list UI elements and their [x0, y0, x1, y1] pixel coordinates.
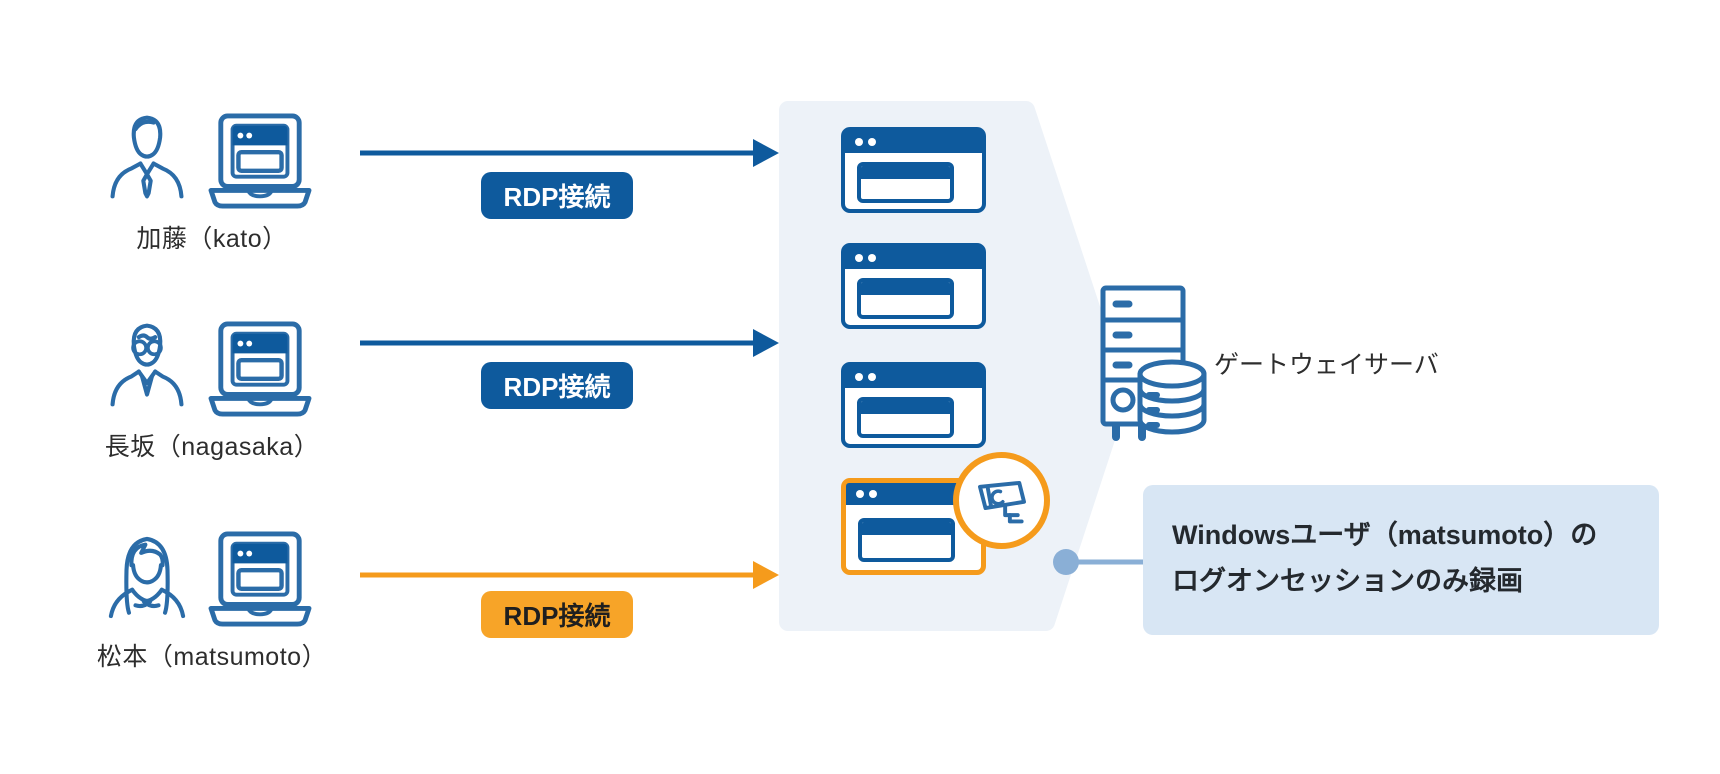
- window-control-dot: [856, 490, 864, 498]
- user-group-matsumoto: 松本（matsumoto）: [62, 521, 362, 673]
- arrowhead-icon: [753, 329, 779, 357]
- woman-icon: [108, 536, 185, 619]
- window-control-dot: [869, 490, 877, 498]
- browser-window-icon: [857, 397, 954, 438]
- browser-window-icon: [857, 278, 954, 319]
- rdp-arrow-kato: [360, 139, 779, 167]
- laptop-icon: [208, 531, 311, 627]
- window-control-dot: [855, 373, 863, 381]
- arrowhead-icon: [753, 139, 779, 167]
- man-glasses-icon: [110, 323, 183, 407]
- recording-badge: [953, 452, 1050, 549]
- recording-callout: Windowsユーザ（matsumoto）の ログオンセッションのみ録画: [1143, 485, 1659, 635]
- rdp-badge-nagasaka: RDP接続: [481, 362, 633, 409]
- session-window-1: [841, 127, 986, 213]
- user-name-label: 長坂（nagasaka）: [104, 433, 320, 461]
- browser-window-icon: [857, 162, 954, 203]
- user-name-label: 松本（matsumoto）: [96, 643, 328, 671]
- user-icons: [62, 103, 362, 210]
- window-title-bar: [846, 483, 981, 505]
- user-icons: [62, 311, 362, 418]
- user-icons: [62, 521, 362, 628]
- browser-window-icon: [858, 518, 955, 562]
- window-control-dot: [868, 138, 876, 146]
- window-control-dot: [868, 373, 876, 381]
- callout-line-1: Windowsユーザ（matsumoto）の: [1172, 520, 1598, 550]
- window-title-bar: [845, 366, 982, 388]
- session-window-3: [841, 362, 986, 448]
- session-window-2: [841, 243, 986, 329]
- rdp-badge-matsumoto: RDP接続: [481, 591, 633, 638]
- database-icon: [1137, 359, 1207, 435]
- window-control-dot: [868, 254, 876, 262]
- rdp-badge-kato: RDP接続: [481, 172, 633, 219]
- callout-line-2: ログオンセッションのみ録画: [1172, 566, 1523, 596]
- laptop-icon: [208, 113, 311, 209]
- user-group-nagasaka: 長坂（nagasaka）: [62, 311, 362, 463]
- man-icon: [110, 115, 183, 199]
- window-title-bar: [845, 247, 982, 269]
- rdp-arrow-nagasaka: [360, 329, 779, 357]
- user-name-label: 加藤（kato）: [136, 225, 288, 253]
- arrowhead-icon: [753, 561, 779, 589]
- connector-dot: [1053, 549, 1079, 575]
- user-group-kato: 加藤（kato）: [62, 103, 362, 255]
- window-title-bar: [845, 131, 982, 153]
- window-control-dot: [855, 138, 863, 146]
- gateway-server-label: ゲートウェイサーバ: [1214, 351, 1439, 379]
- rdp-arrow-matsumoto: [360, 561, 779, 589]
- gateway-server-icon: [1100, 285, 1207, 441]
- window-control-dot: [855, 254, 863, 262]
- laptop-icon: [208, 321, 311, 417]
- security-camera-icon: [977, 480, 1026, 523]
